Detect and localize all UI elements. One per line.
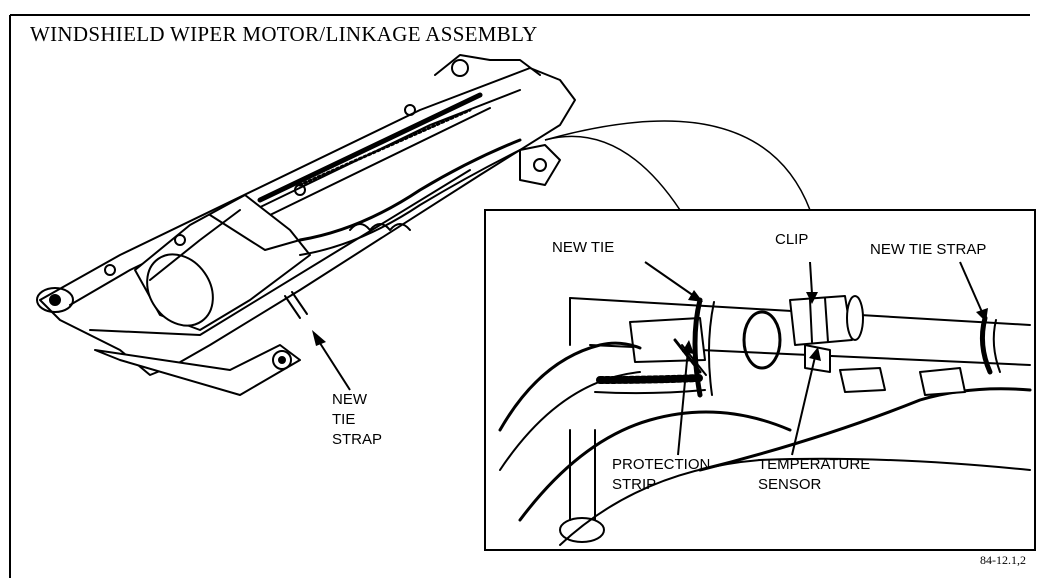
leader-new-tie (644, 261, 695, 297)
label-protection-strip: PROTECTION STRIP (612, 455, 710, 495)
top-bracket (434, 54, 541, 76)
left-pivot (36, 287, 74, 313)
label-new-tie-strap-right: NEW TIE STRAP (870, 241, 987, 258)
detail-clip (789, 295, 853, 346)
diagram-title: WINDSHIELD WIPER MOTOR/LINKAGE ASSEMBLY (30, 22, 538, 46)
wiper-linkage-assembly (36, 54, 576, 396)
detail-new-tie (692, 297, 703, 398)
leader-temperature-sensor (791, 356, 816, 456)
leader-new-tie-strap-left (317, 339, 351, 391)
figure-id: 84-12.1,2 (980, 553, 1026, 567)
detail-inset-artwork (498, 295, 1032, 546)
label-line: NEW (332, 391, 367, 408)
main-tie-strap (284, 291, 308, 319)
lower-bolt (272, 350, 292, 370)
leader-new-tie-strap-right (959, 261, 983, 313)
label-line: STRIP (612, 476, 657, 493)
bolt (451, 59, 469, 77)
label-new-tie-strap-left: NEW TIE STRAP (332, 390, 382, 450)
label-line: STRAP (332, 431, 383, 448)
callout-curve-left (544, 135, 681, 211)
callout-curve-right (544, 120, 811, 211)
label-line: PROTECTION (612, 456, 711, 473)
detail-new-tie-strap (979, 315, 993, 375)
label-line: TEMPERATURE (758, 456, 871, 473)
label-clip: CLIP (775, 231, 809, 248)
label-line: SENSOR (758, 476, 822, 493)
label-new-tie: NEW TIE (552, 239, 615, 256)
label-line: TIE (332, 411, 356, 428)
leader-clip (809, 261, 813, 295)
leader-protection-strip (677, 349, 689, 456)
wiper-motor (134, 194, 311, 331)
label-temperature-sensor: TEMPERATURE SENSOR (758, 455, 870, 495)
